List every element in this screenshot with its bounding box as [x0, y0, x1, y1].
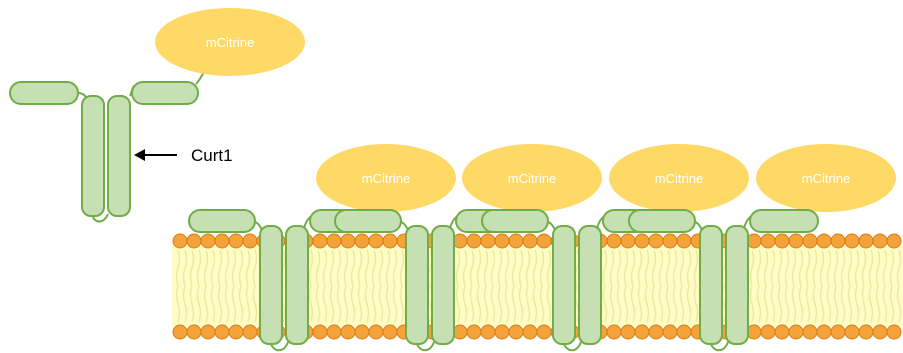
lipid-head — [327, 234, 341, 248]
transmembrane-helix — [82, 96, 104, 216]
amphipathic-helix — [189, 210, 255, 232]
lipid-head — [341, 325, 355, 339]
lipid-head — [803, 234, 817, 248]
lipid-head — [523, 325, 537, 339]
arrow-left-icon — [134, 149, 145, 161]
lipid-head — [873, 234, 887, 248]
lipid-head — [215, 325, 229, 339]
lipid-head — [621, 234, 635, 248]
transmembrane-helix — [108, 96, 130, 216]
lipid-head — [201, 234, 215, 248]
transmembrane-helix — [406, 226, 428, 344]
lipid-head — [747, 325, 761, 339]
lipid-head — [369, 325, 383, 339]
lipid-head — [243, 325, 257, 339]
curt1-label: Curt1 — [191, 146, 233, 165]
lipid-head — [495, 234, 509, 248]
lipid-head — [663, 325, 677, 339]
mcitrine-label: mCitrine — [802, 171, 850, 186]
lipid-head — [859, 325, 873, 339]
lipid-head — [173, 325, 187, 339]
amphipathic-helix — [335, 210, 401, 232]
lipid-head — [215, 234, 229, 248]
lipid-head — [789, 234, 803, 248]
lipid-head — [677, 325, 691, 339]
lipid-head — [509, 234, 523, 248]
lipid-head — [453, 325, 467, 339]
lipid-head — [607, 234, 621, 248]
lipid-head — [817, 325, 831, 339]
lipid-head — [537, 234, 551, 248]
lipid-head — [355, 234, 369, 248]
mcitrine-label: mCitrine — [362, 171, 410, 186]
lipid-head — [677, 234, 691, 248]
amphipathic-helix — [750, 210, 818, 232]
lipid-head — [313, 234, 327, 248]
lipid-head — [453, 234, 467, 248]
amphipathic-helix — [482, 210, 548, 232]
mcitrine-label: mCitrine — [508, 171, 556, 186]
lipid-head — [355, 325, 369, 339]
lipid-head — [747, 234, 761, 248]
lipid-head — [383, 234, 397, 248]
lipid-head — [887, 234, 901, 248]
lipid-head — [607, 325, 621, 339]
lipid-head — [537, 325, 551, 339]
transmembrane-helix — [700, 226, 722, 344]
lipid-head — [803, 325, 817, 339]
lipid-head — [775, 325, 789, 339]
lipid-head — [775, 234, 789, 248]
lipid-head — [341, 234, 355, 248]
lipid-head — [817, 234, 831, 248]
lipid-head — [649, 325, 663, 339]
mcitrine-label: mCitrine — [206, 35, 254, 50]
amphipathic-helix — [629, 210, 695, 232]
mcitrine-label: mCitrine — [655, 171, 703, 186]
lipid-head — [229, 325, 243, 339]
amphipathic-helix — [10, 82, 78, 104]
lipid-head — [635, 325, 649, 339]
lipid-head — [201, 325, 215, 339]
lipid-head — [173, 234, 187, 248]
lipid-head — [649, 234, 663, 248]
lipid-head — [327, 325, 341, 339]
lipid-head — [229, 234, 243, 248]
lipid-head — [887, 325, 901, 339]
curt1-free-protein: mCitrine Curt1 — [10, 8, 305, 222]
lipid-head — [663, 234, 677, 248]
amphipathic-helix — [132, 82, 198, 104]
lipid-head — [831, 325, 845, 339]
transmembrane-helix — [260, 226, 282, 344]
lipid-head — [481, 325, 495, 339]
lipid-head — [621, 325, 635, 339]
lipid-head — [523, 234, 537, 248]
lipid-head — [495, 325, 509, 339]
lipid-head — [187, 325, 201, 339]
lipid-head — [845, 325, 859, 339]
lipid-head — [369, 234, 383, 248]
lipid-head — [761, 325, 775, 339]
transmembrane-helix — [553, 226, 575, 344]
lipid-head — [187, 234, 201, 248]
lipid-head — [383, 325, 397, 339]
lipid-head — [831, 234, 845, 248]
lipid-head — [635, 234, 649, 248]
transmembrane-helix — [286, 226, 308, 344]
lipid-head — [789, 325, 803, 339]
lipid-head — [509, 325, 523, 339]
lipid-head — [481, 234, 495, 248]
lipid-head — [243, 234, 257, 248]
lipid-head — [859, 234, 873, 248]
transmembrane-helix — [726, 226, 748, 344]
lipid-head — [761, 234, 775, 248]
transmembrane-helix — [432, 226, 454, 344]
lipid-head — [467, 234, 481, 248]
lipid-head — [845, 234, 859, 248]
lipid-head — [873, 325, 887, 339]
transmembrane-helix — [579, 226, 601, 344]
lipid-head — [467, 325, 481, 339]
lipid-head — [313, 325, 327, 339]
